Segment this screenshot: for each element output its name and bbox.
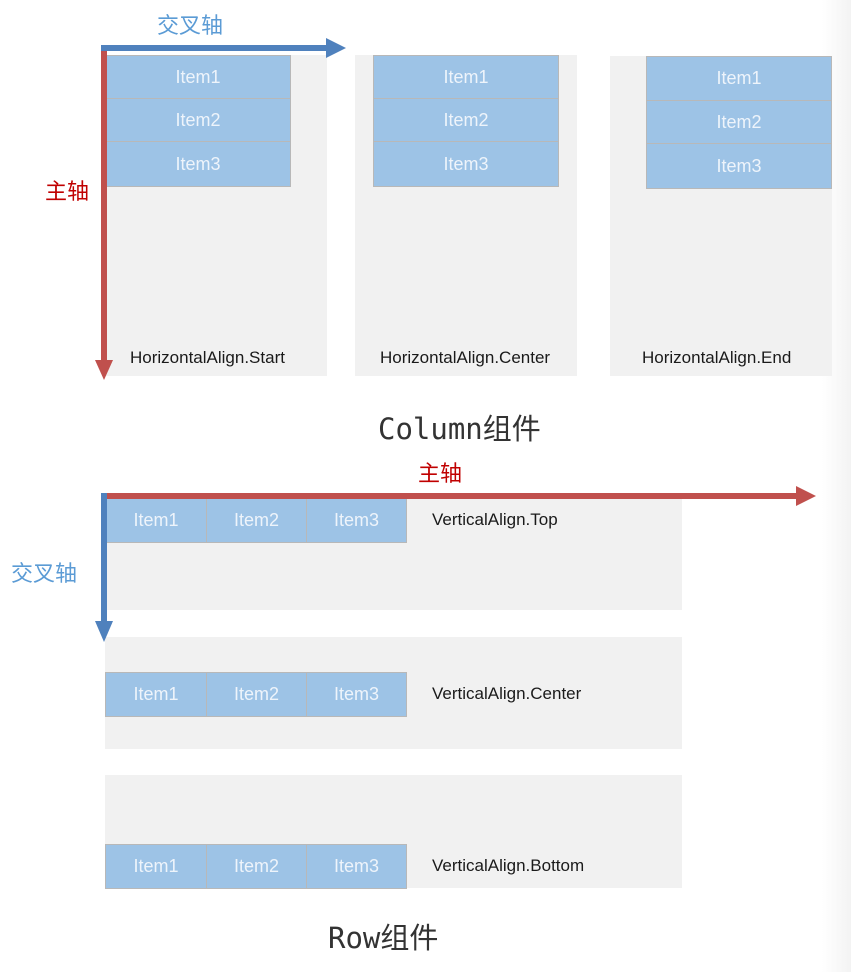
column-main-axis-arrow [95, 46, 113, 380]
row-top-item-1: Item1 [105, 497, 207, 543]
row-top-caption: VerticalAlign.Top [432, 510, 558, 529]
column-end-caption: HorizontalAlign.End [642, 348, 792, 367]
row-center-caption: VerticalAlign.Center [432, 684, 582, 703]
row-bottom-caption: VerticalAlign.Bottom [432, 856, 585, 875]
column-center-item-1: Item1 [373, 55, 559, 99]
column-start-caption: HorizontalAlign.Start [130, 348, 285, 367]
row-cross-axis-label: 交叉轴 [11, 561, 78, 586]
column-end-item-3: Item3 [646, 143, 832, 189]
column-start-item-2: Item2 [105, 98, 291, 142]
column-start-item-3: Item3 [105, 141, 291, 187]
column-cross-axis-arrow [101, 38, 346, 58]
row-main-axis-arrow [101, 486, 816, 506]
column-section-title: Column组件 [378, 412, 541, 446]
row-top-item-2: Item2 [206, 497, 307, 543]
row-bottom-item-3: Item3 [306, 844, 407, 889]
row-center-item-1: Item1 [105, 672, 207, 717]
column-end-item-1: Item1 [646, 56, 832, 101]
row-cross-axis-arrow [95, 493, 113, 642]
column-center-caption: HorizontalAlign.Center [380, 348, 551, 367]
column-center-item-3: Item3 [373, 141, 559, 187]
row-center-item-3: Item3 [306, 672, 407, 717]
column-cross-axis-label: 交叉轴 [157, 13, 224, 38]
row-bottom-item-1: Item1 [105, 844, 207, 889]
row-center-item-2: Item2 [206, 672, 307, 717]
column-main-axis-label: 主轴 [45, 179, 90, 204]
row-main-axis-label: 主轴 [418, 461, 463, 486]
row-section-title: Row组件 [328, 921, 439, 955]
column-center-item-2: Item2 [373, 98, 559, 142]
